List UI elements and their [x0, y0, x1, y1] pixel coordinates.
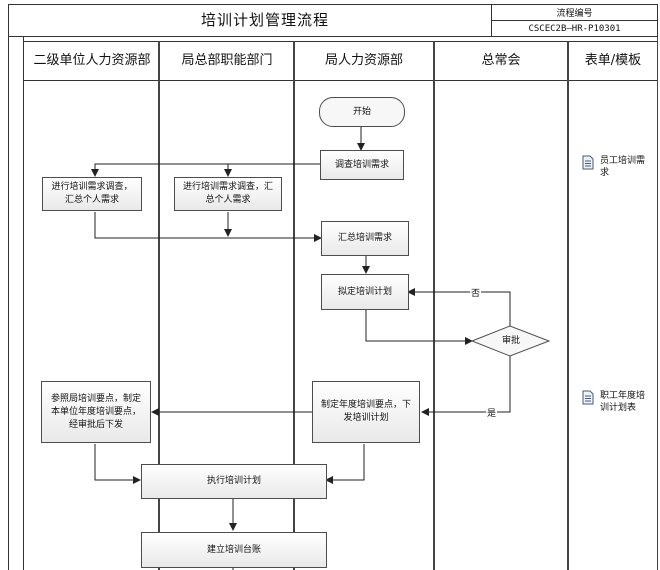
lane-header-bureau-hr: 局人力资源部: [324, 53, 403, 68]
lane-header-unit-hr: 二级单位人力资源部: [33, 53, 151, 68]
process-code-label: 流程编号: [556, 9, 593, 19]
node-draft-plan: 拟定培训计划: [321, 274, 409, 310]
form-label: 员工培训需求: [600, 156, 646, 178]
lane-header-row: [24, 41, 658, 81]
form-label: 职工年度培训计划表: [600, 391, 646, 413]
edge-label-no: 否: [470, 286, 482, 299]
lane-divider: [567, 41, 569, 570]
edge-draft-approve: [365, 309, 473, 345]
edge-approve-no: [407, 288, 511, 326]
node-make-points: 制定年度培训要点，下发培训计划: [312, 381, 420, 443]
decision-diamond: [471, 325, 551, 357]
left-margin-column: [8, 37, 24, 570]
lane-divider: [433, 41, 435, 570]
lane-divider: [293, 41, 295, 570]
lane-divider: [158, 41, 160, 570]
node-execute-plan: 执行培训计划: [141, 464, 327, 499]
edge-unit-summarize: [94, 212, 322, 242]
node-unit-collect: 进行培训需求调查，汇总个人需求: [42, 177, 142, 211]
edge-points-execute: [325, 444, 365, 484]
node-unit-plan: 参照局培训要点，制定本单位年度培训要点，经审批后下发: [41, 381, 151, 443]
edge-label-yes: 是: [486, 406, 498, 419]
edge-survey-unit: [91, 163, 320, 177]
lane-header-hq-departments: 局总部职能部门: [181, 53, 273, 68]
edge-unit-execute: [94, 444, 141, 484]
document-icon: [582, 155, 594, 174]
lane-header-general-meeting: 总常会: [481, 53, 521, 68]
node-build-ledger: 建立培训台账: [141, 532, 327, 568]
lane-header-forms: 表单/模板: [584, 53, 642, 68]
form-training-needs[interactable]: 员工培训需求: [582, 155, 654, 179]
node-approve: 审批: [501, 335, 520, 346]
node-summarize: 汇总培训需求: [321, 221, 409, 256]
document-icon: [582, 390, 594, 409]
node-hq-collect: 进行培训需求调查，汇总个人需求: [174, 177, 282, 211]
code-row-divider: [491, 20, 658, 21]
form-annual-training-plan[interactable]: 职工年度培训计划表: [582, 390, 654, 414]
node-survey: 调查培训需求: [320, 150, 404, 180]
page-title: 培训计划管理流程: [200, 11, 329, 29]
lane-divider: [657, 37, 658, 570]
edge-approve-yes: [421, 356, 511, 416]
process-code-value: CSCEC2B—HR-P10301: [528, 24, 621, 34]
node-start: 开始: [319, 97, 405, 127]
